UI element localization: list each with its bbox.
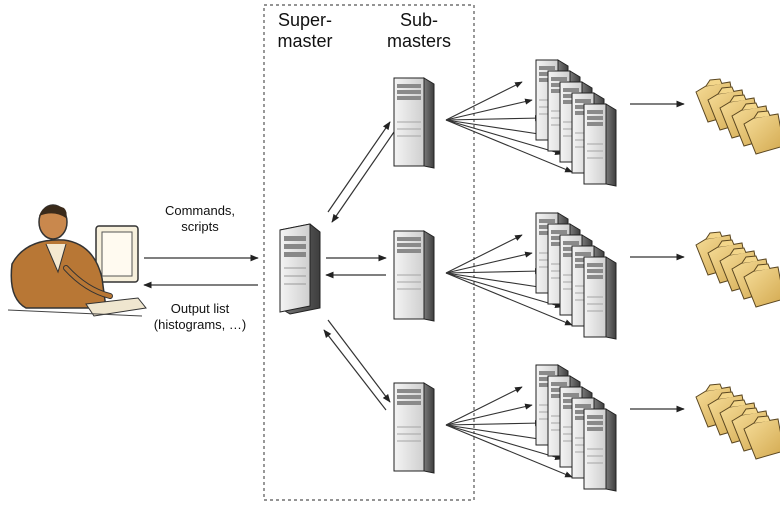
arrow-to-worker [445,234,523,274]
file-folder-stack-icon [695,383,780,460]
arrow-to-worker [445,424,553,444]
arrow-super-to-sub3 [327,319,391,403]
submaster-group [393,364,780,492]
supermaster-server-icon [279,223,321,315]
submaster-server-icon [393,77,435,169]
arrow-to-worker [445,119,573,173]
arrow-to-worker [445,272,553,292]
arrow-to-worker [445,420,543,427]
user-at-computer-icon [7,204,147,317]
arrow-super-to-sub1 [327,121,391,213]
arrow-to-worker [445,251,533,274]
arrow-to-worker [445,403,533,426]
arrow-to-worker [445,115,543,122]
supermaster-heading-line2: master [277,31,333,51]
output-label-line1: Output list [170,301,230,316]
worker-server-stack-icon [535,59,617,187]
submasters-heading-line2: masters [386,31,451,51]
submaster-group [393,59,780,187]
output-label: Output list (histograms, …) [140,301,260,333]
arrow-to-worker [445,424,573,478]
commands-label-line1: Commands, [164,203,236,218]
arrow-to-worker [445,268,543,275]
arrow-to-worker [445,272,573,326]
commands-label: Commands, scripts [150,203,250,235]
file-folder-stack-icon [695,78,780,155]
submaster-group [393,212,780,340]
arrow-to-worker [445,119,563,156]
arrow-to-worker [445,119,553,139]
supermaster-heading: Super- master [266,10,344,52]
submaster-server-icon [393,230,435,322]
master-boundary-box [263,4,475,501]
output-label-line2: (histograms, …) [153,317,247,332]
submaster-server-icon [393,382,435,474]
arrow-to-worker [445,424,563,461]
submasters-heading-line1: Sub- [399,10,439,30]
supermaster-heading-line1: Super- [277,10,333,30]
submasters-heading: Sub- masters [374,10,464,52]
arrow-to-worker [445,272,563,309]
arrow-sub3-to-super [323,329,387,411]
arrow-to-worker [445,386,523,426]
worker-server-stack-icon [535,364,617,492]
commands-label-line2: scripts [181,219,219,234]
file-folder-stack-icon [695,231,780,308]
arrow-to-worker [445,81,523,121]
arrow-sub1-to-super [331,131,395,223]
worker-server-stack-icon [535,212,617,340]
arrow-to-worker [445,98,533,121]
